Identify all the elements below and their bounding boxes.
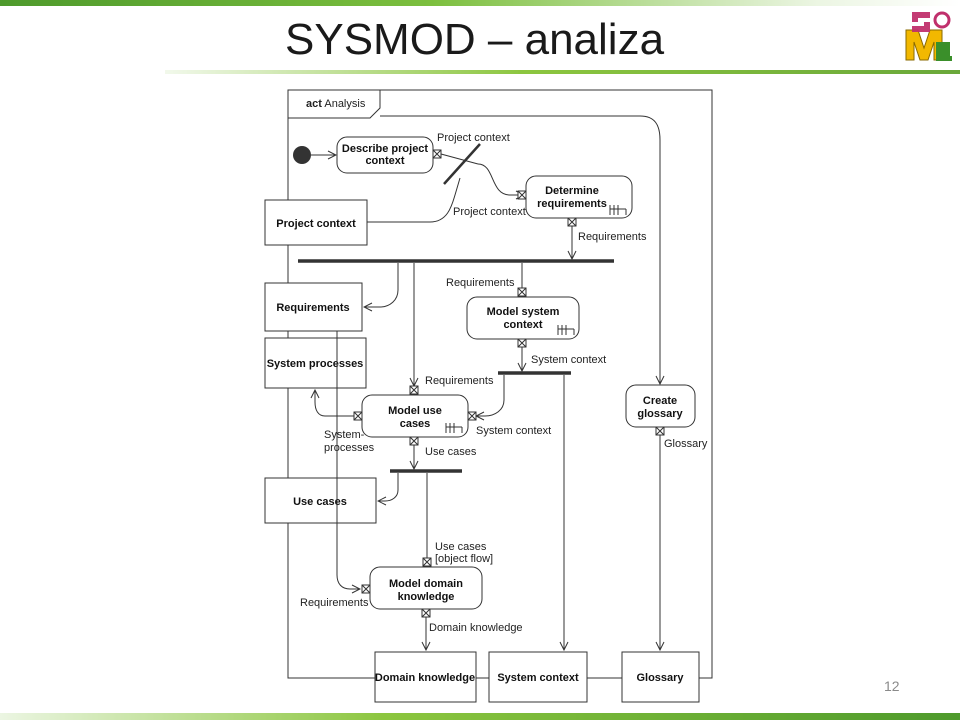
object-project-context — [264, 199, 368, 246]
object-system-context — [488, 651, 588, 703]
page-number: 12 — [884, 678, 900, 694]
rake-icon — [609, 205, 627, 215]
action-create-glossary-label-2: glossary — [637, 408, 683, 420]
pin-label-system-context-in-use-cases: System context — [476, 425, 551, 437]
edge-fork2-to-model-use — [476, 375, 505, 416]
object-requirements — [264, 282, 363, 332]
pin-label-glossary-out: Glossary — [664, 438, 708, 450]
edge-describe-to-project-context — [367, 177, 461, 223]
pin-label-system-processes-out-2: processes — [324, 442, 375, 454]
object-system-processes-label: System processes — [267, 358, 364, 370]
pin-label-system-processes-out-1: System- — [324, 429, 365, 441]
pin-label-system-context-out: System context — [531, 354, 606, 366]
object-project-context-label: Project context — [276, 218, 356, 230]
rake-icon — [557, 325, 575, 335]
action-model-system-label-1: Model system — [487, 306, 560, 318]
object-requirements-label: Requirements — [276, 302, 349, 314]
pin-label-use-cases-in-1: Use cases — [435, 541, 487, 553]
sysml-logo-icon — [905, 11, 952, 61]
pin-label-requirements-in-model-system: Requirements — [446, 277, 515, 289]
action-describe-label-2: context — [365, 155, 404, 167]
rake-icon — [445, 423, 463, 433]
object-system-context-label: System context — [497, 672, 579, 684]
pin-label-requirements-in-domain: Requirements — [300, 597, 369, 609]
action-model-domain-label-1: Model domain — [389, 578, 463, 590]
action-determine-label-1: Determine — [545, 185, 599, 197]
action-determine-label-2: requirements — [537, 198, 607, 210]
pin-label-use-cases-in-2: [object flow] — [435, 553, 493, 565]
slide-title: SYSMOD – analiza — [285, 15, 665, 64]
edge-describe-to-determine — [477, 163, 524, 195]
flow-final-slash — [443, 143, 481, 185]
object-domain-knowledge — [374, 651, 477, 703]
pin-label-use-cases-out: Use cases — [425, 446, 477, 458]
frame-header-tab — [288, 90, 381, 119]
edge-requirements-to-model-domain — [336, 331, 360, 589]
action-model-system-label-2: context — [503, 319, 542, 331]
pin-label-project-context-out: Project context — [437, 132, 510, 144]
pin-label-requirements-in-use-cases: Requirements — [425, 375, 494, 387]
action-describe-label-1: Describe project — [342, 143, 429, 155]
object-domain-knowledge-label: Domain knowledge — [375, 672, 475, 684]
object-system-processes — [264, 337, 367, 389]
action-determine-requirements — [525, 175, 633, 219]
edge-fork3-to-use-cases — [378, 473, 399, 501]
object-use-cases — [264, 477, 377, 524]
edge-use-cases-to-system-processes — [315, 390, 354, 417]
edge-fork-to-requirements — [364, 263, 399, 307]
title-underline-bar — [165, 70, 960, 74]
pin-label-domain-knowledge-out: Domain knowledge — [429, 622, 523, 634]
frame-label: act Analysis — [306, 98, 366, 110]
initial-node — [293, 146, 311, 164]
top-accent-bar — [0, 0, 960, 6]
bottom-accent-bar — [0, 713, 960, 720]
action-create-glossary-label-1: Create — [643, 395, 677, 407]
object-use-cases-label: Use cases — [293, 496, 347, 508]
pin-label-project-context-in: Project context — [453, 206, 526, 218]
object-glossary — [621, 651, 700, 703]
object-glossary-label: Glossary — [636, 672, 684, 684]
edge-to-create-glossary — [380, 115, 660, 384]
pin-label-requirements-out: Requirements — [578, 231, 647, 243]
action-model-domain-label-2: knowledge — [398, 591, 455, 603]
action-model-use-label-2: cases — [400, 418, 431, 430]
action-model-use-label-1: Model use — [388, 405, 442, 417]
